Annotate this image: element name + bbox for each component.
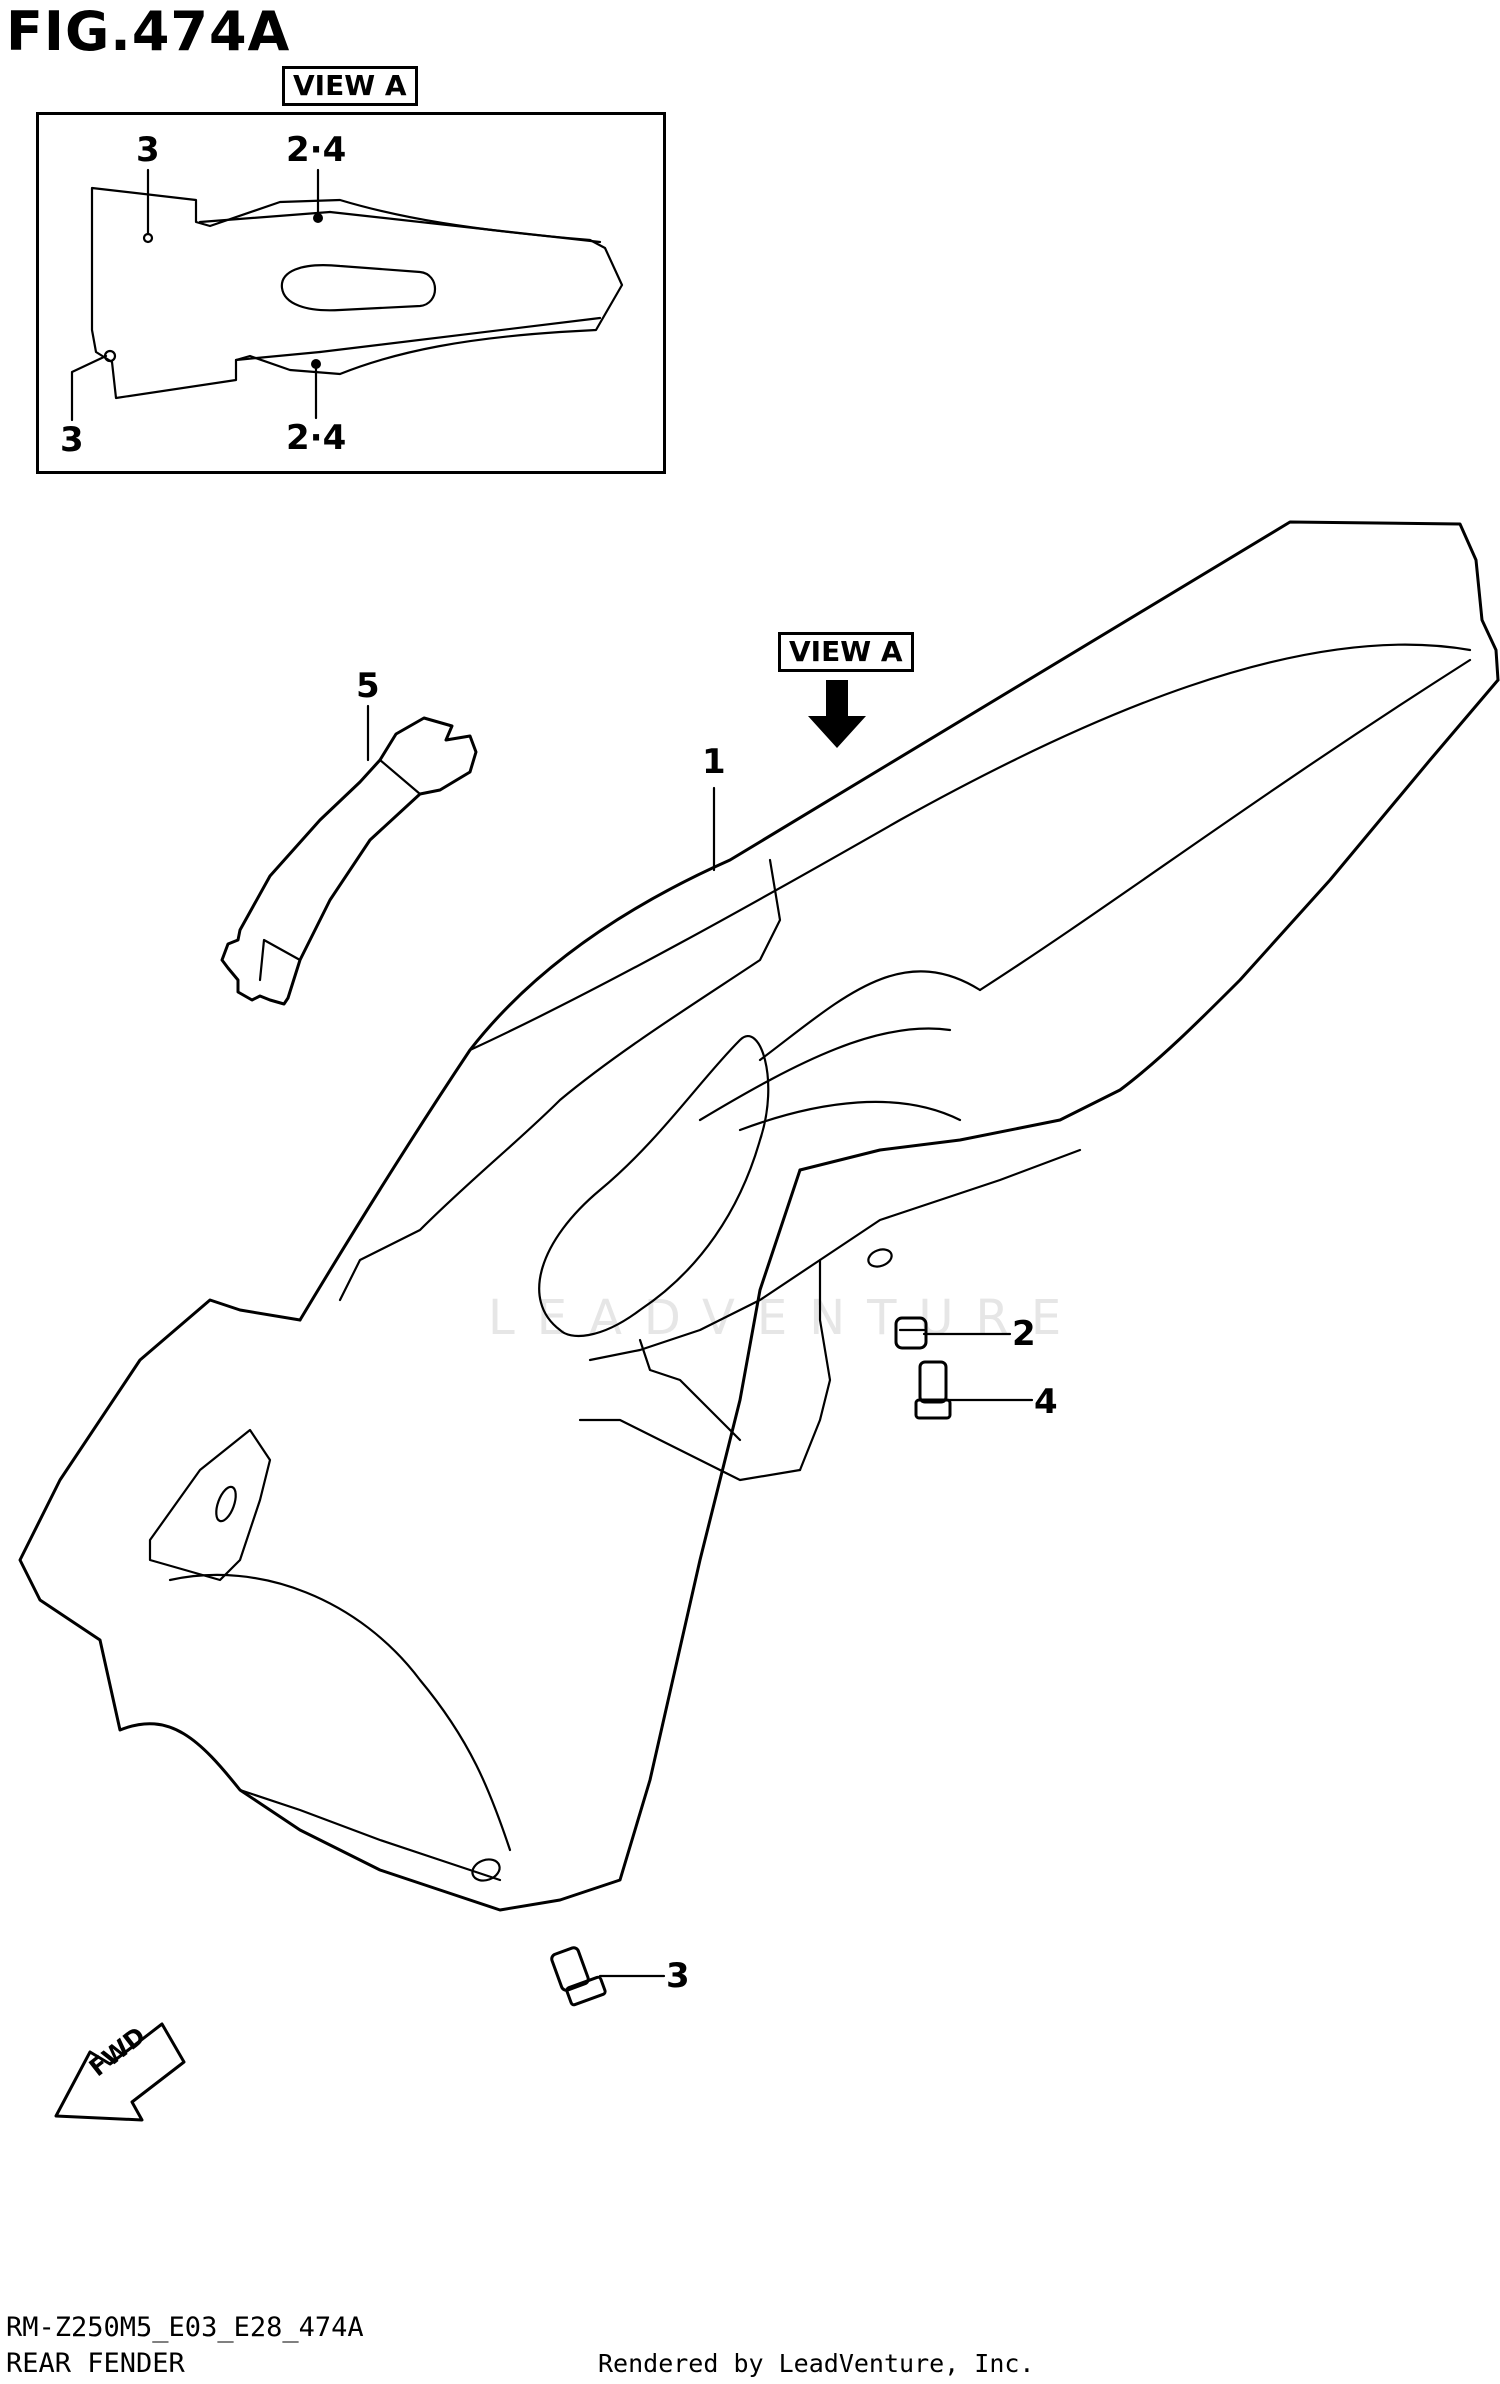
nut-part-2 [894,1316,928,1350]
bolt-part-4 [914,1360,952,1420]
render-credit: Rendered by LeadVenture, Inc. [598,2349,1035,2378]
inset-callout-2-4-top: 2·4 [286,130,347,170]
callout-part-4: 4 [1034,1382,1058,1422]
view-a-inset [36,112,666,474]
bracket-part-5 [220,716,478,1006]
callout-part-1: 1 [702,742,726,782]
figure-title: FIG.474A [6,0,291,63]
callout-part-3: 3 [666,1956,690,1996]
section-name: REAR FENDER [6,2348,185,2379]
callout-part-5: 5 [356,666,380,706]
inset-callout-3-bottom: 3 [60,420,84,460]
view-a-inset-tag: VIEW A [282,66,418,106]
callout-part-2: 2 [1012,1314,1036,1354]
fwd-arrow [54,2022,186,2122]
rear-fender-part-1 [18,520,1500,1912]
main-leader-lines [366,704,1034,1978]
bolt-part-3 [550,1946,607,2007]
view-a-arrow [808,680,866,748]
inset-callout-3-top: 3 [136,130,160,170]
view-a-tag: VIEW A [778,632,914,672]
inset-fender-outline [90,186,624,400]
inset-leader-lines [70,168,320,422]
model-code: RM-Z250M5_E03_E28_474A [6,2312,364,2343]
inset-callout-2-4-bottom: 2·4 [286,418,347,458]
